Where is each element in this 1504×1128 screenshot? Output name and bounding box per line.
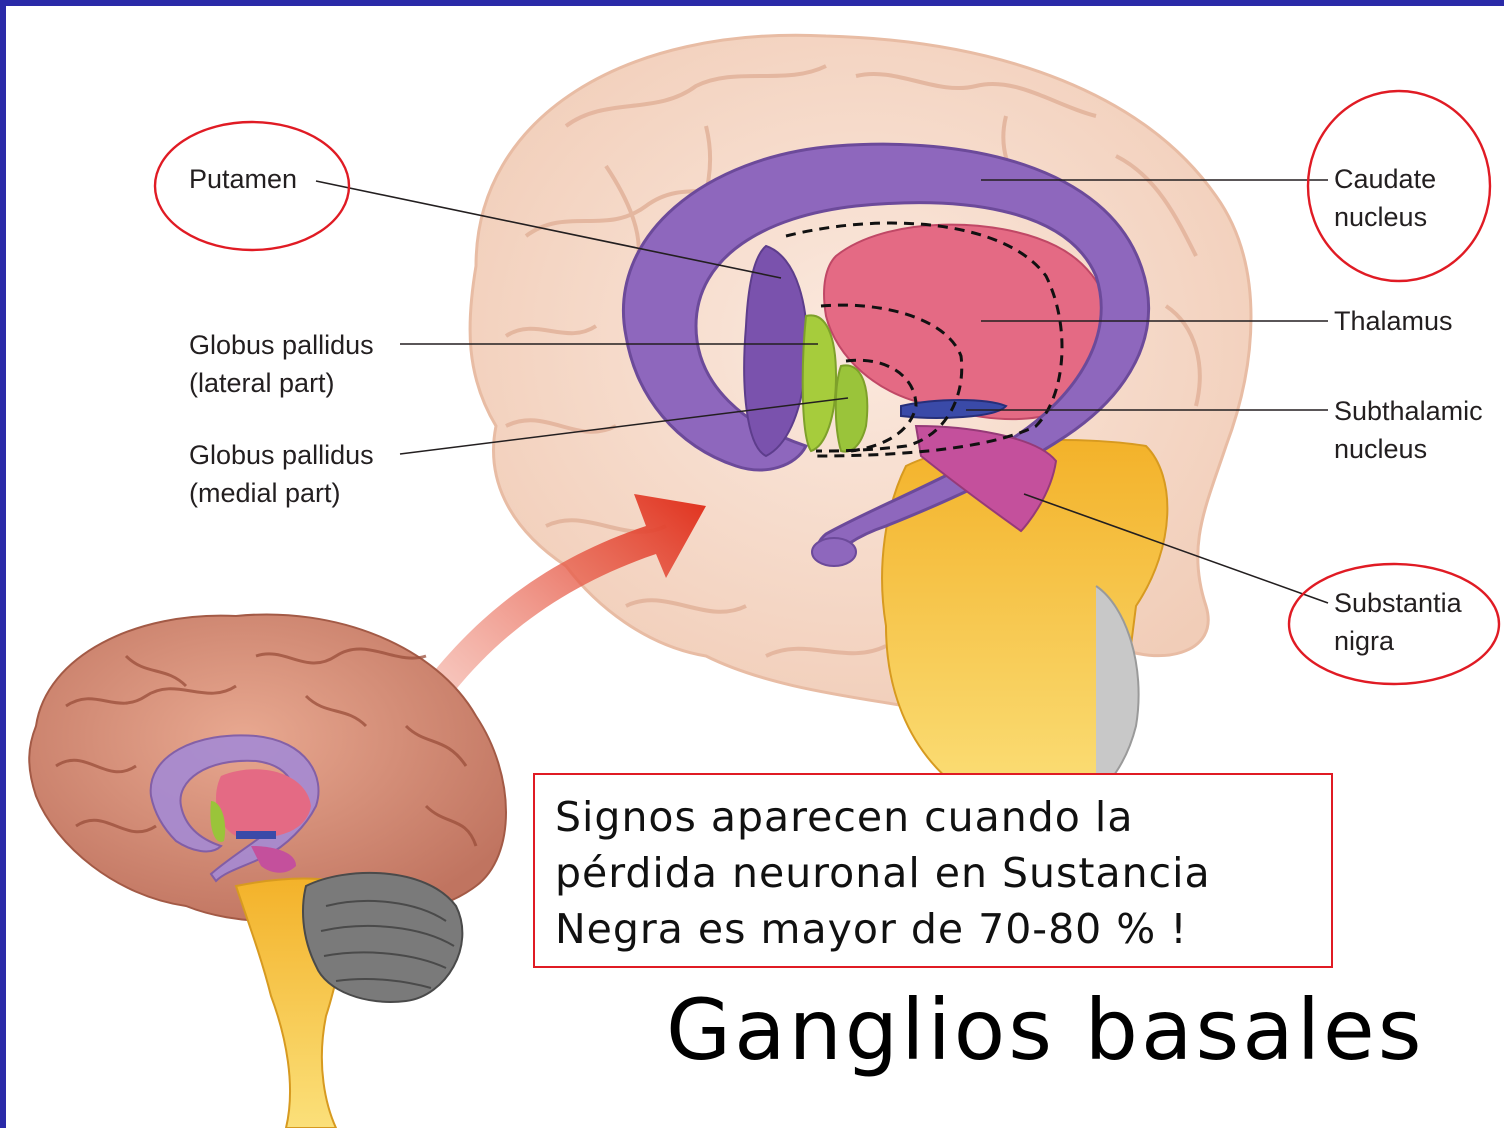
label-subthalamic-nucleus: Subthalamic nucleus [1334, 392, 1483, 468]
label-caudate-line1: Caudate [1334, 160, 1436, 198]
label-putamen: Putamen [189, 160, 297, 198]
label-subthalamic-line2: nucleus [1334, 430, 1483, 468]
slide: Putamen Globus pallidus (lateral part) G… [6, 6, 1504, 1128]
label-subthalamic-line1: Subthalamic [1334, 392, 1483, 430]
label-gp-medial-line1: Globus pallidus [189, 436, 374, 474]
label-substantia-line1: Substantia [1334, 584, 1462, 622]
label-gp-medial-line2: (medial part) [189, 474, 374, 512]
label-substantia-line2: nigra [1334, 622, 1462, 660]
globus-pallidus-medial-shape [836, 365, 868, 451]
note-line1: Signos aparecen cuando la [555, 789, 1311, 845]
label-caudate-line2: nucleus [1334, 198, 1436, 236]
label-globus-pallidus-medial: Globus pallidus (medial part) [189, 436, 374, 512]
label-thalamus: Thalamus [1334, 302, 1453, 340]
label-gp-lateral-line1: Globus pallidus [189, 326, 374, 364]
slide-title: Ganglios basales [666, 981, 1424, 1079]
label-globus-pallidus-lateral: Globus pallidus (lateral part) [189, 326, 374, 402]
small-brain [29, 614, 506, 1128]
label-gp-lateral-line2: (lateral part) [189, 364, 374, 402]
note-box: Signos aparecen cuando la pérdida neuron… [533, 773, 1333, 968]
note-line3: Negra es mayor de 70-80 % ! [555, 901, 1311, 957]
note-line2: pérdida neuronal en Sustancia [555, 845, 1311, 901]
label-caudate-nucleus: Caudate nucleus [1334, 160, 1436, 236]
label-substantia-nigra: Substantia nigra [1334, 584, 1462, 660]
